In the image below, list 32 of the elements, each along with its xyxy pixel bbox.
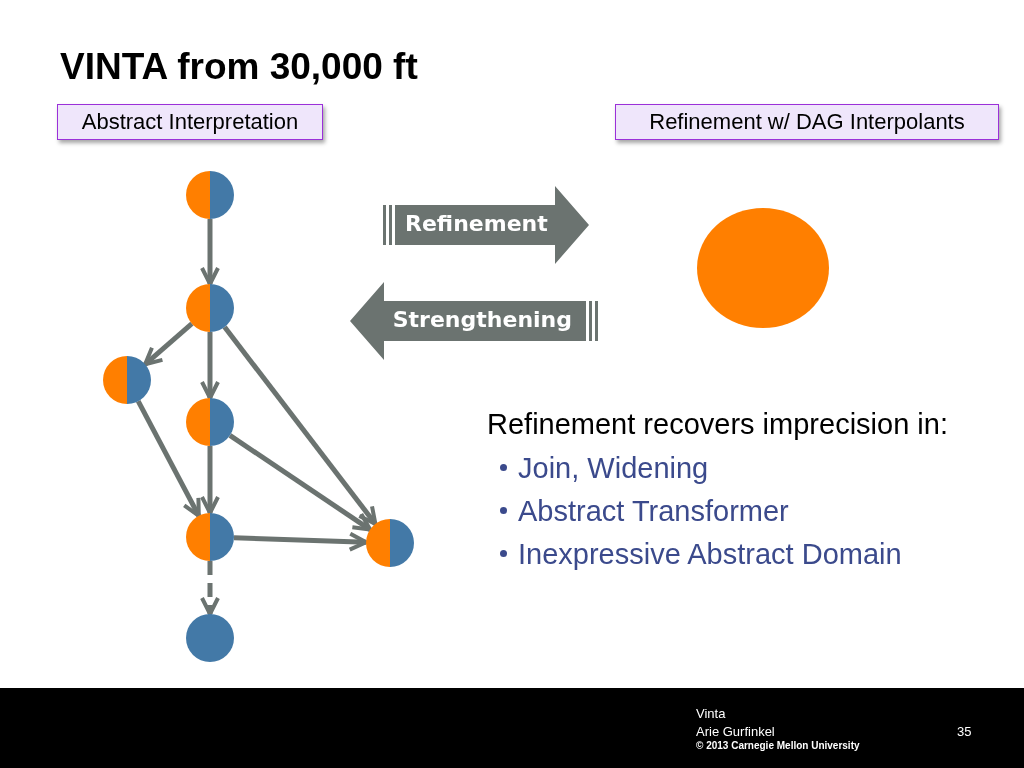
circle-node [186, 513, 234, 561]
block-arrow [383, 186, 589, 264]
bullet-text: Join, Widening [518, 452, 709, 485]
arrow [200, 332, 220, 400]
bullet-text: Inexpressive Abstract Domain [518, 538, 902, 571]
circle-node [186, 614, 234, 662]
arrow [143, 321, 194, 367]
slide-title: VINTA from 30,000 ft [60, 46, 418, 88]
section-tag: Refinement w/ DAG Interpolants [615, 104, 999, 140]
block-arrow [350, 282, 598, 360]
footer-text: Arie Gurfinkel [696, 724, 775, 739]
footer-text: © 2013 Carnegie Mellon University [696, 740, 860, 751]
arrow [136, 400, 201, 518]
bullet-text: Abstract Transformer [518, 495, 789, 528]
circle-node [186, 398, 234, 446]
circle-node [366, 519, 414, 567]
section-tag: Abstract Interpretation [57, 104, 323, 140]
circle-node [697, 208, 829, 328]
circle-node [186, 284, 234, 332]
circle-node [103, 356, 151, 404]
footer-text: 35 [957, 724, 972, 739]
arrow [228, 433, 373, 532]
arrow [200, 561, 220, 616]
footer-text: Vinta [696, 706, 726, 721]
arrow-label: Strengthening [392, 307, 572, 332]
body-text: Refinement recovers imprecision in: [487, 408, 948, 441]
arrow [200, 446, 220, 515]
circle-node [186, 171, 234, 219]
arrow [222, 325, 378, 526]
arrow [233, 531, 368, 552]
arrow-label: Refinement [405, 211, 548, 236]
arrow [200, 219, 220, 286]
